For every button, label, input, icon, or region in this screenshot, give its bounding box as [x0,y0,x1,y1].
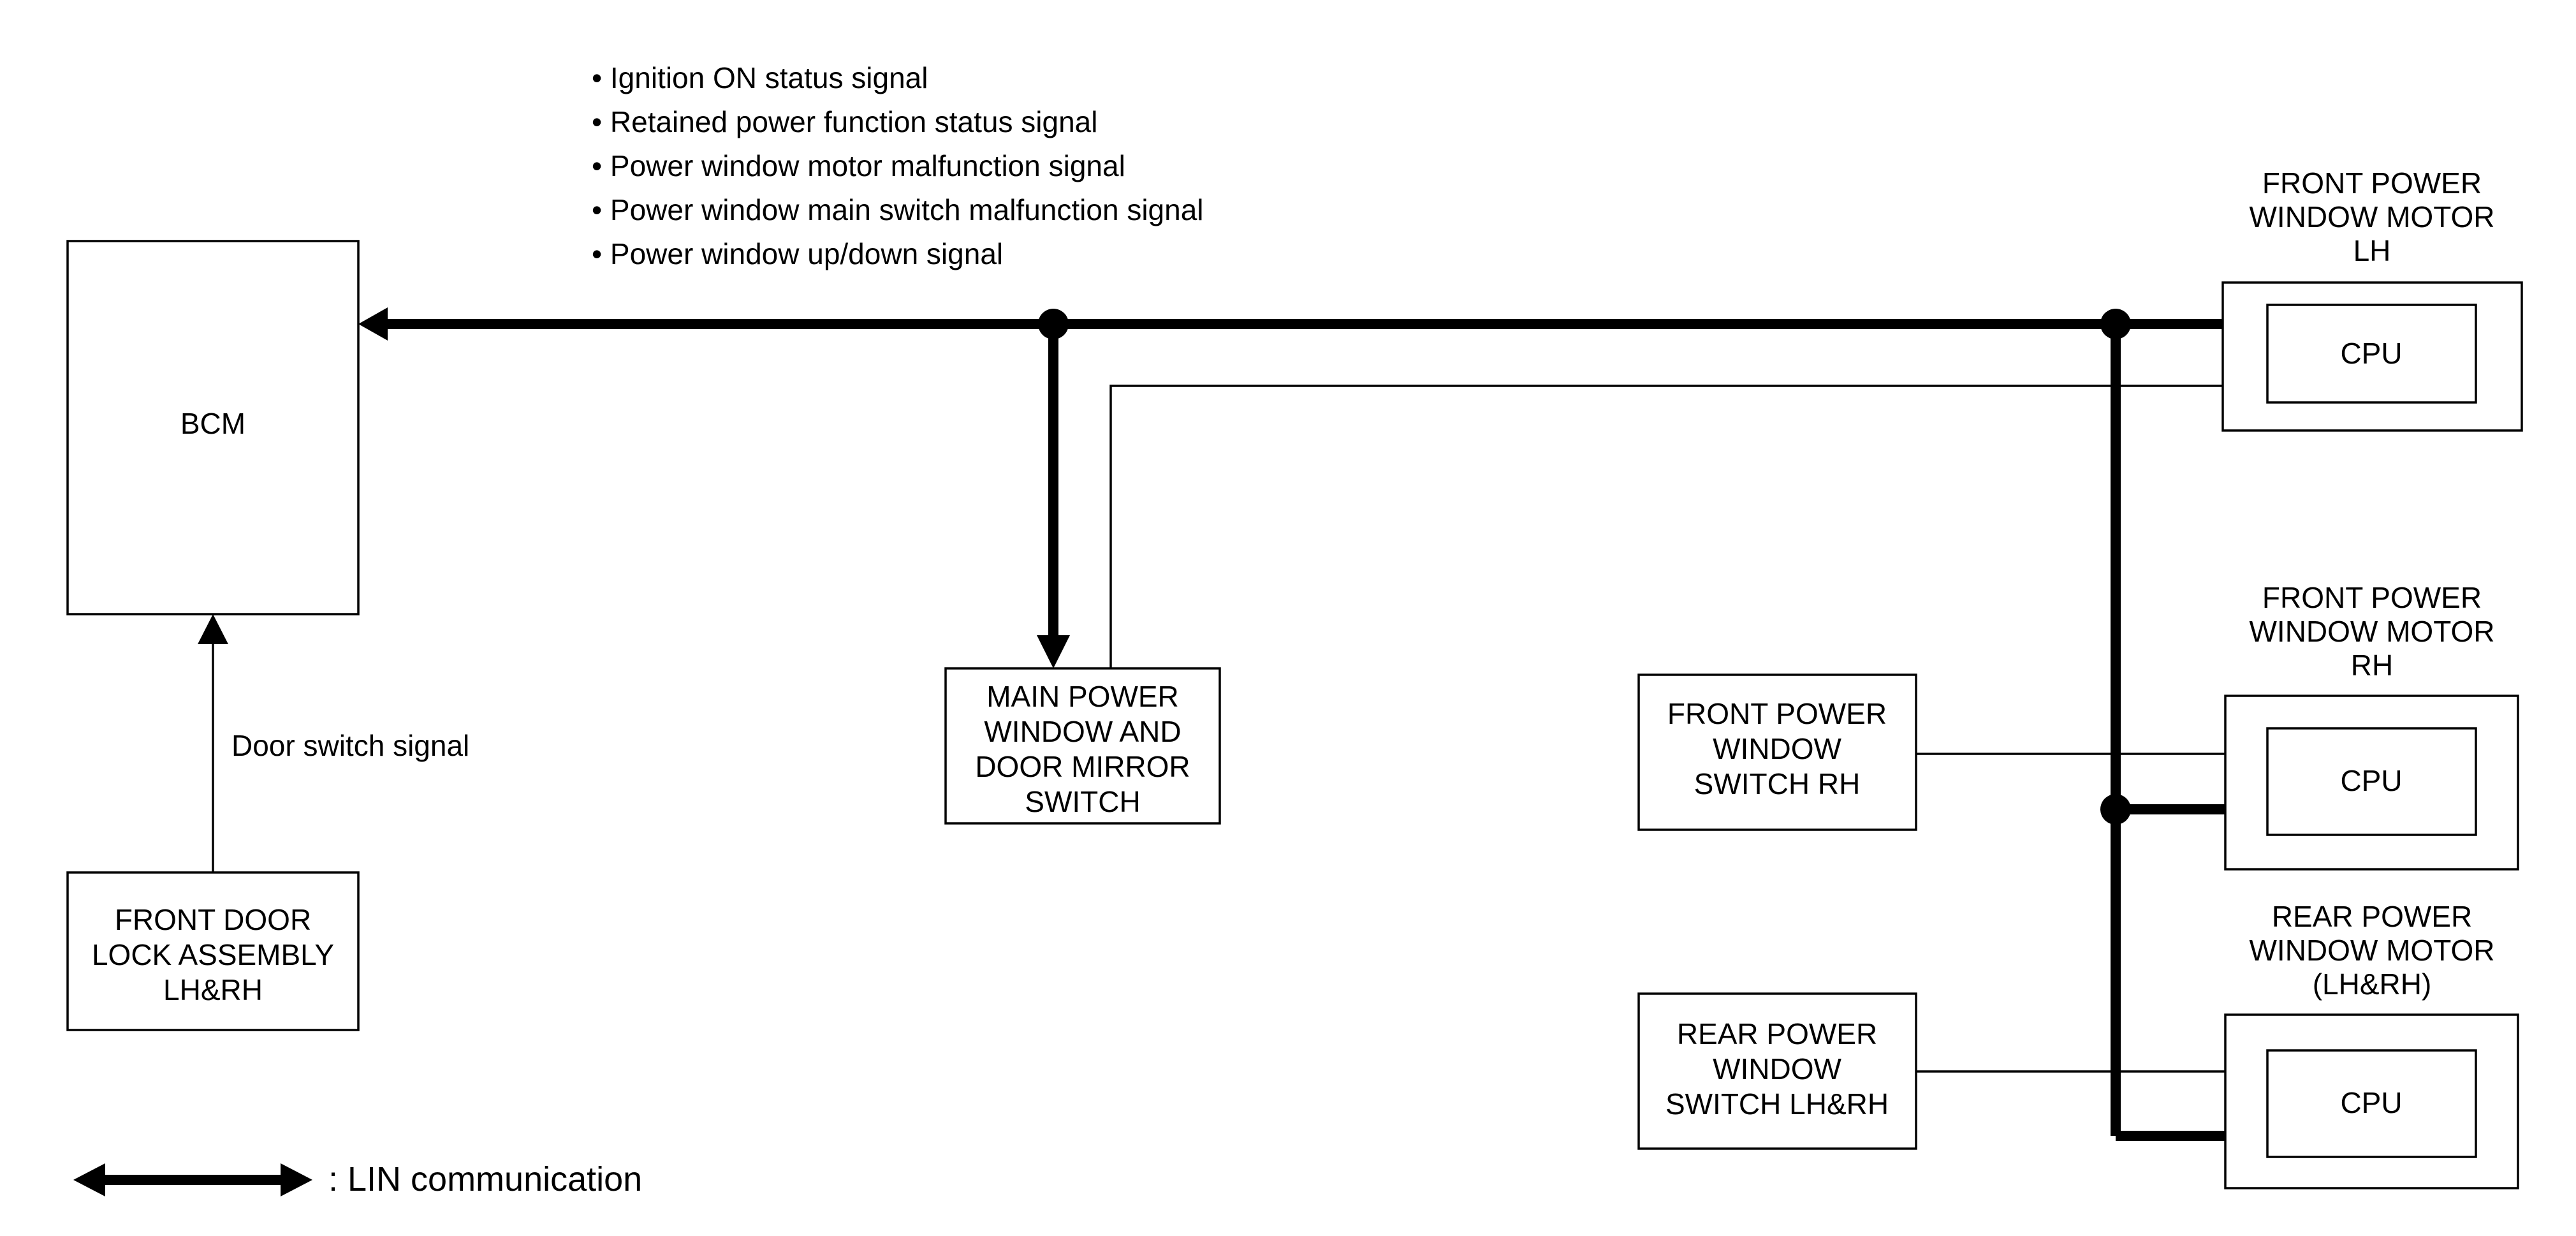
front-switch-rh-block: FRONT POWER WINDOW SWITCH RH [1637,673,1917,831]
junction-dot-main-switch [1038,309,1069,339]
main-switch-label-line-1: MAIN POWER [986,680,1179,713]
bcm-bus-arrowhead [358,307,388,341]
main-switch-block: MAIN POWER WINDOW AND DOOR MIRROR SWITCH [944,667,1221,825]
motor-front-lh-block: FRONT POWER WINDOW MOTOR LH CPU [2221,166,2523,432]
rear-switch-label-line-3: SWITCH LH&RH [1665,1087,1889,1121]
bcm-door-switch-arrowhead [198,614,228,644]
bcm-box [66,240,360,615]
main-switch-box [944,667,1221,825]
junction-dot-front-rh [2100,794,2131,825]
bcm-label: BCM [180,407,245,440]
legend-label: : LIN communication [328,1160,642,1198]
motor-front-lh-title-line-3: LH [2353,234,2391,267]
motor-rear-title-line-1: REAR POWER [2272,900,2472,933]
front-switch-rh-label-line-3: SWITCH RH [1694,767,1861,800]
motor-front-lh-title-line-2: WINDOW MOTOR [2250,200,2495,233]
motor-rear-title-line-3: (LH&RH) [2313,967,2432,1001]
main-switch-bus-arrowhead [1037,635,1070,668]
front-door-lock-box [66,871,360,1031]
rear-switch-label-line-1: REAR POWER [1677,1017,1877,1050]
signal-up-down: • Power window up/down signal [592,237,1003,270]
motor-front-rh-title-line-2: WINDOW MOTOR [2250,615,2495,648]
lin-bus [358,307,2267,1152]
front-switch-rh-label-line-2: WINDOW [1713,732,1841,765]
signal-retained-power: • Retained power function status signal [592,105,1097,138]
direct-signal-lines: Door switch signal [198,371,2267,1086]
junction-dot-right-top [2100,309,2131,339]
legend-right-arrowhead [281,1163,312,1196]
motor-front-rh-block: FRONT POWER WINDOW MOTOR RH CPU [2224,581,2519,871]
motor-rear-cpu-box [2266,1049,2477,1158]
legend: : LIN communication [73,1160,642,1198]
motor-front-lh-title-line-1: FRONT POWER [2262,166,2482,200]
motor-front-rh-title-line-3: RH [2351,649,2393,682]
front-door-lock-label-line-2: LOCK ASSEMBLY [92,938,334,971]
bus-signal-list: • Ignition ON status signal • Retained p… [592,61,1204,270]
front-door-lock-label-line-3: LH&RH [163,973,263,1006]
motor-front-rh-title-line-1: FRONT POWER [2262,581,2482,614]
front-door-lock-label-line-1: FRONT DOOR [115,903,311,936]
rear-switch-box [1637,992,1917,1150]
front-door-lock-block: FRONT DOOR LOCK ASSEMBLY LH&RH [66,871,360,1031]
motor-rear-block: REAR POWER WINDOW MOTOR (LH&RH) CPU [2224,900,2519,1189]
motor-front-rh-cpu-box [2266,727,2477,836]
main-switch-label-line-3: DOOR MIRROR [975,750,1190,783]
front-switch-rh-box [1637,673,1917,831]
motor-front-lh-cpu-label: CPU [2340,337,2402,370]
legend-left-arrowhead [73,1163,105,1196]
motor-rear-title-line-2: WINDOW MOTOR [2250,934,2495,967]
signal-main-switch-malfunction: • Power window main switch malfunction s… [592,193,1204,226]
rear-switch-block: REAR POWER WINDOW SWITCH LH&RH [1637,992,1917,1150]
rear-switch-label-line-2: WINDOW [1713,1052,1841,1085]
motor-front-lh-cpu-box [2266,304,2477,404]
signal-ignition-on: • Ignition ON status signal [592,61,928,94]
motor-rear-cpu-label: CPU [2340,1086,2402,1119]
front-switch-rh-label-line-1: FRONT POWER [1667,697,1887,730]
motor-front-rh-cpu-label: CPU [2340,764,2402,797]
main-switch-label-line-2: WINDOW AND [984,715,1181,748]
signal-motor-malfunction: • Power window motor malfunction signal [592,149,1125,182]
main-switch-label-line-4: SWITCH [1025,785,1140,818]
main-switch-to-motor-lh-line [1109,385,2244,668]
bcm-block: BCM [66,240,360,615]
door-switch-signal-label: Door switch signal [231,729,469,762]
